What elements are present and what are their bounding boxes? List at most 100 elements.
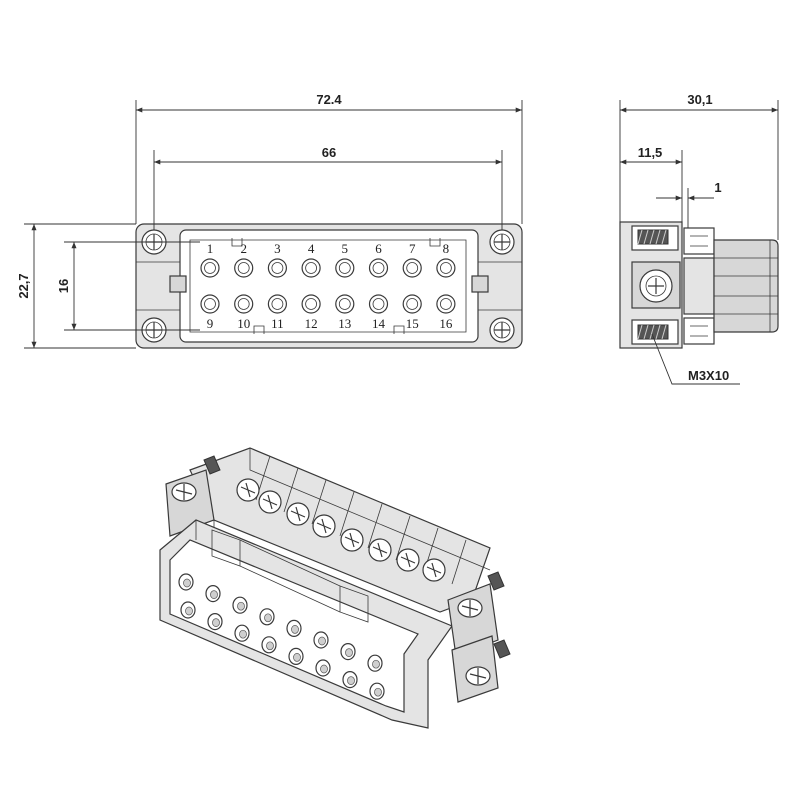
thread-icon [637,229,669,245]
side-view [619,221,779,349]
pin-hole-inner [439,262,452,274]
iso-contact-hole-inner [318,636,326,646]
pin-number: 13 [338,316,351,331]
pin-hole-inner [305,298,318,310]
pin-hole-inner [338,298,351,310]
dim-overall-height: 22,7 [16,273,31,298]
pin-hole-inner [305,262,318,274]
side-terminal-mid [683,257,715,315]
pin-hole [368,294,389,314]
pin-hole-inner [372,262,385,274]
pin-number: 15 [406,316,419,331]
iso-contact-hole-inner [320,664,328,674]
pin-hole-inner [204,262,216,274]
pin-hole [301,294,321,314]
iso-contact-hole-inner [239,629,247,639]
pin-hole-inner [204,298,216,310]
iso-contact-hole-inner [183,578,191,588]
pin-number: 16 [439,316,453,331]
pin-hole [267,294,287,314]
pin-hole-inner [406,298,419,310]
terminal-screw-icon [286,502,310,526]
front-body-insert [179,229,479,343]
pin-hole [267,258,287,278]
pin-number: 14 [372,316,386,331]
terminal-screw-icon [368,538,392,562]
flange-screw-icon [457,598,483,618]
pin-hole-inner [439,298,452,310]
iso-contact-hole-inner [293,653,301,662]
dim-depth: 30,1 [687,92,712,107]
flange-screw-icon [171,482,197,502]
terminal-screw-icon [236,478,260,502]
flange-screw-icon [465,666,491,686]
terminal-screw-icon [396,548,420,572]
pin-hole [335,294,355,314]
pin-number: 1 [207,241,214,256]
pin-hole-inner [271,298,284,310]
iso-contact-hole-inner [212,618,220,627]
iso-contact-hole-inner [237,601,245,611]
side-dimensions: 30,1 11,5 1 M3X10 [619,92,779,385]
isometric-view [159,447,511,729]
side-terminal-top [683,227,715,255]
terminal-screw-icon [340,528,364,552]
dim-overall-width: 72.4 [316,92,342,107]
pin-number: 8 [443,241,450,256]
pin-hole [436,258,456,278]
side-terminal-bottom [683,317,715,345]
pin-number: 12 [305,316,318,331]
pin-hole [301,258,321,278]
iso-contact-hole-inner [210,590,218,599]
thread-icon [203,455,221,475]
pin-number: 9 [207,316,214,331]
terminal-screw-icon [258,490,282,514]
dim-offset: 1 [714,180,721,195]
pin-hole-inner [237,262,250,274]
screw-callout: M3X10 [688,368,729,383]
pin-hole [402,258,422,278]
iso-contact-hole-inner [266,641,274,651]
pin-hole-inner [338,262,351,274]
iso-contact-hole-inner [372,659,380,669]
dim-row-spacing: 16 [56,279,71,293]
terminal-screw-icon [312,514,336,538]
thread-icon [487,571,505,591]
pin-hole [335,258,355,278]
pin-number: 10 [237,316,250,331]
thread-icon [493,639,511,659]
thread-icon [637,324,669,340]
pin-hole-inner [271,262,284,274]
pin-hole [200,258,220,278]
pin-hole [234,294,254,314]
iso-contact-hole-inner [185,606,193,616]
pin-number: 5 [342,241,349,256]
pin-number: 4 [308,241,315,256]
pin-number: 7 [409,241,416,256]
iso-contact-hole-inner [264,613,272,623]
pin-number: 3 [274,241,281,256]
pin-hole-inner [237,298,250,310]
pin-hole [436,294,456,314]
side-contact-insert [713,239,779,333]
dim-flange-depth: 11,5 [638,145,663,160]
screw-icon [489,229,515,255]
pin-hole [368,258,389,278]
dim-hole-spacing: 66 [322,145,336,160]
pin-number: 6 [375,241,382,256]
iso-contact-hole-inner [345,648,353,657]
terminal-screw-icon [422,558,446,582]
pin-hole [402,294,422,314]
pin-hole-inner [372,298,385,310]
pin-hole [200,294,220,314]
pin-number: 11 [271,316,284,331]
pin-hole [234,258,254,278]
screw-icon [489,317,515,343]
iso-contact-hole-inner [291,625,299,634]
pin-hole-inner [406,262,419,274]
front-dimensions: 72.4 66 22,7 16 [16,92,523,349]
right-latch [471,275,489,293]
